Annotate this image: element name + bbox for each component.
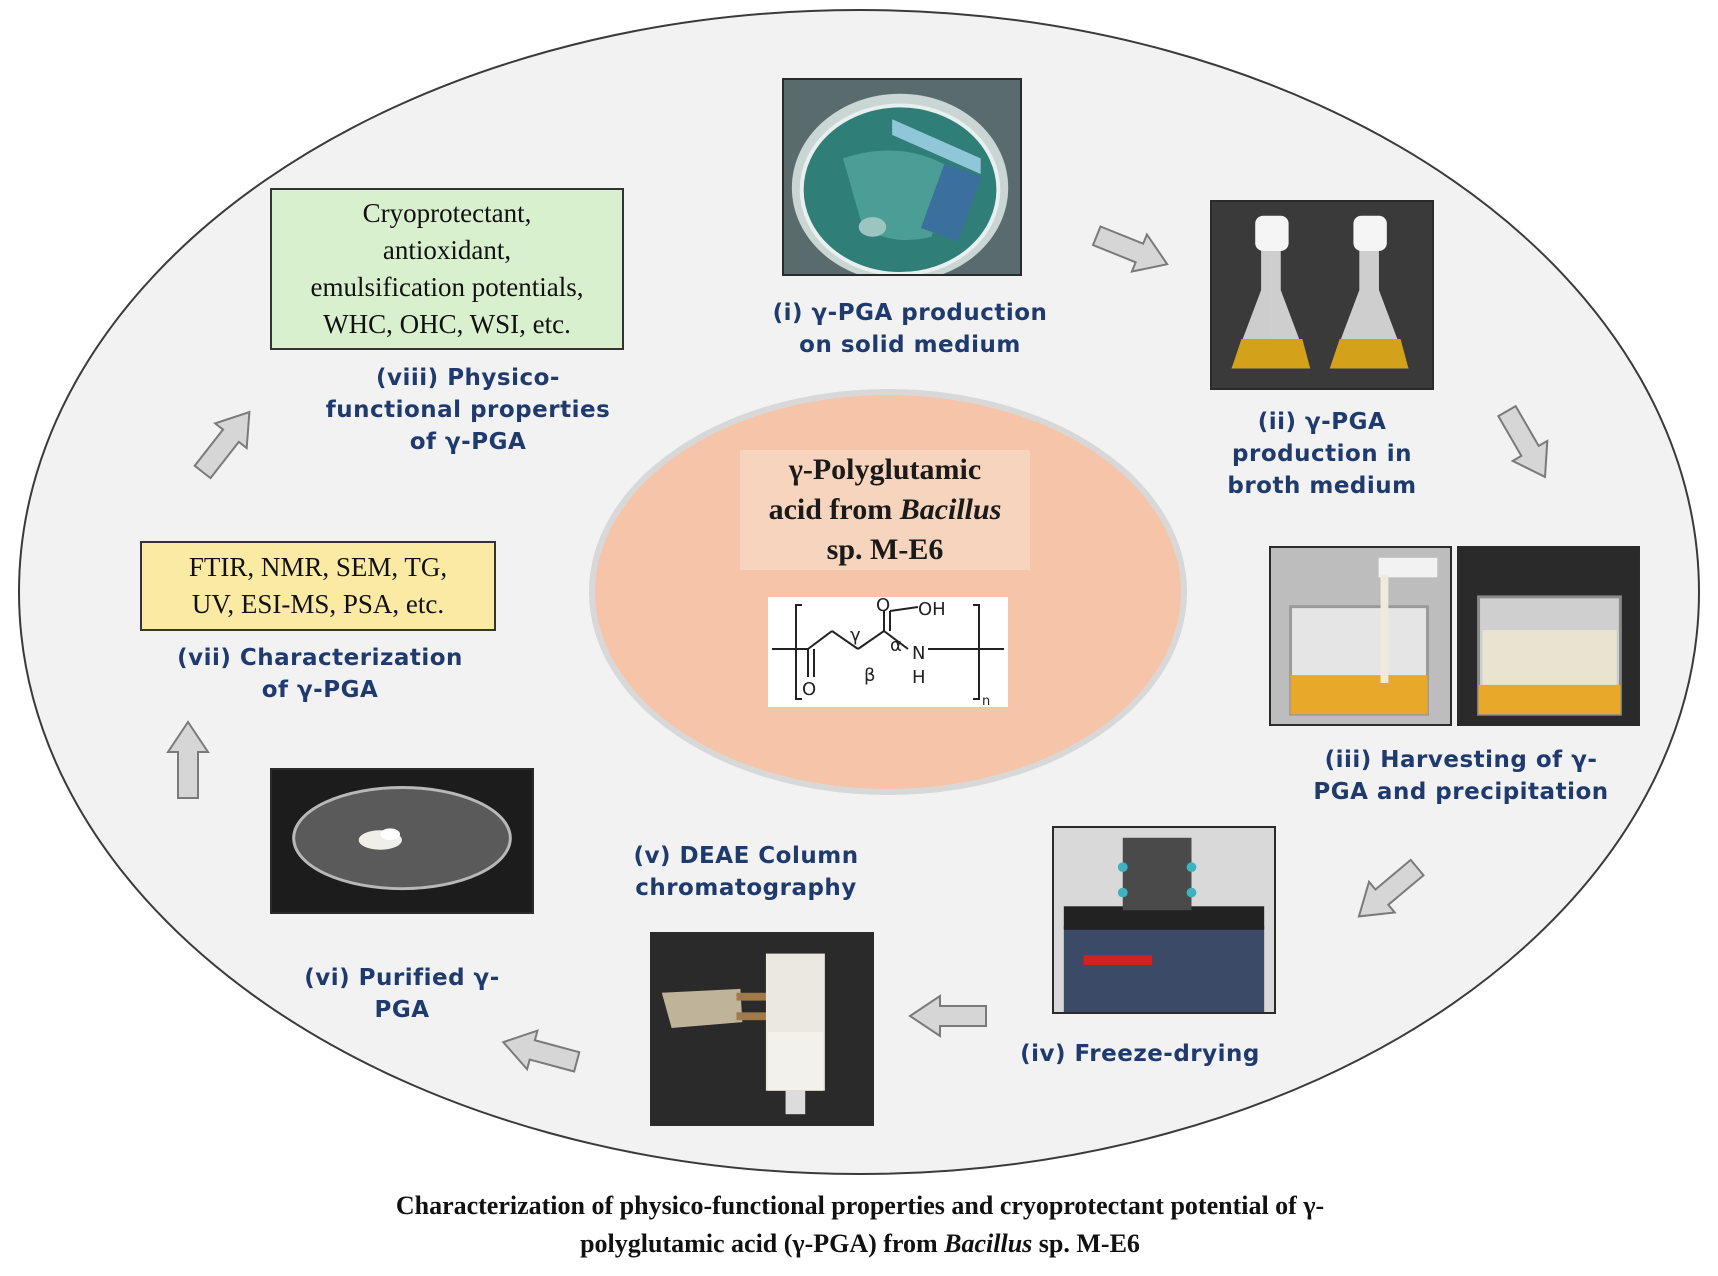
struct-label-h: H — [912, 667, 926, 688]
struct-label-o-top: O — [876, 597, 890, 616]
step-vii-label: (vii) Characterization of γ-PGA — [177, 645, 463, 703]
physico-functional-properties-box: Cryoprotectant, antioxidant, emulsificat… — [270, 188, 624, 350]
struct-label-subscript: n — [982, 694, 990, 707]
step-iv-label: (iv) Freeze-drying — [1020, 1041, 1260, 1067]
struct-label-gamma: γ — [850, 625, 861, 646]
photo-solid-medium-plate — [782, 78, 1022, 276]
arrow-iv-to-v — [908, 994, 988, 1038]
genus-name: Bacillus — [899, 493, 1002, 526]
properties-line4: WHC, OHC, WSI, etc. — [323, 309, 571, 339]
struct-label-o-bottom: O — [802, 679, 816, 700]
center-title-line2: acid from Bacillus — [768, 493, 1002, 526]
arrow-vii-to-viii — [184, 397, 268, 487]
struct-label-oh: OH — [918, 599, 946, 620]
characterization-methods-box: FTIR, NMR, SEM, TG, UV, ESI-MS, PSA, etc… — [140, 541, 496, 631]
step-i-label: (i) γ-PGA production on solid medium — [772, 300, 1048, 358]
arrow-v-to-vi — [496, 1020, 585, 1083]
step-iii-label: (iii) Harvesting of γ- PGA and precipita… — [1313, 747, 1609, 805]
step-v-label: (v) DEAE Column chromatography — [633, 843, 859, 901]
step-ii-label: (ii) γ-PGA production in broth medium — [1227, 409, 1417, 499]
characterization-line2: UV, ESI-MS, PSA, etc. — [191, 589, 445, 619]
properties-line2: antioxidant, — [382, 235, 512, 265]
arrow-vi-to-vii — [166, 720, 210, 800]
step-viii-label: (viii) Physico- functional properties of… — [325, 365, 611, 455]
photo-purified-pga — [270, 768, 534, 914]
caption-line2: polyglutamic acid (γ-PGA) from Bacillus … — [580, 1229, 1140, 1258]
photo-deae-column — [650, 932, 874, 1126]
photo-harvesting-beaker-2 — [1457, 546, 1640, 726]
photo-harvesting-beaker-1 — [1269, 546, 1452, 726]
struct-label-alpha: α — [890, 635, 902, 656]
center-title: γ-Polyglutamic acid from Bacillus sp. M-… — [740, 450, 1030, 570]
figure-caption: Characterization of physico-functional p… — [160, 1187, 1560, 1263]
arrow-i-to-ii — [1087, 215, 1178, 286]
polyglutamic-acid-structure: O OH γ α β N H O n — [768, 597, 1008, 707]
arrow-ii-to-iii — [1487, 398, 1565, 489]
caption-line1: Characterization of physico-functional p… — [395, 1191, 1325, 1220]
center-title-line3: sp. M-E6 — [826, 533, 944, 566]
properties-line3: emulsification potentials, — [310, 272, 584, 302]
struct-label-beta: β — [864, 665, 876, 686]
characterization-line1: FTIR, NMR, SEM, TG, — [188, 552, 448, 582]
photo-freeze-dryer — [1052, 826, 1276, 1014]
photo-broth-flasks — [1210, 200, 1434, 390]
center-title-line1: γ-Polyglutamic — [788, 453, 982, 486]
struct-label-n: N — [912, 643, 925, 664]
properties-line1: Cryoprotectant, — [362, 198, 532, 228]
caption-genus-name: Bacillus — [944, 1229, 1033, 1258]
arrow-iii-to-iv — [1343, 849, 1433, 934]
step-vi-label: (vi) Purified γ- PGA — [304, 965, 500, 1023]
